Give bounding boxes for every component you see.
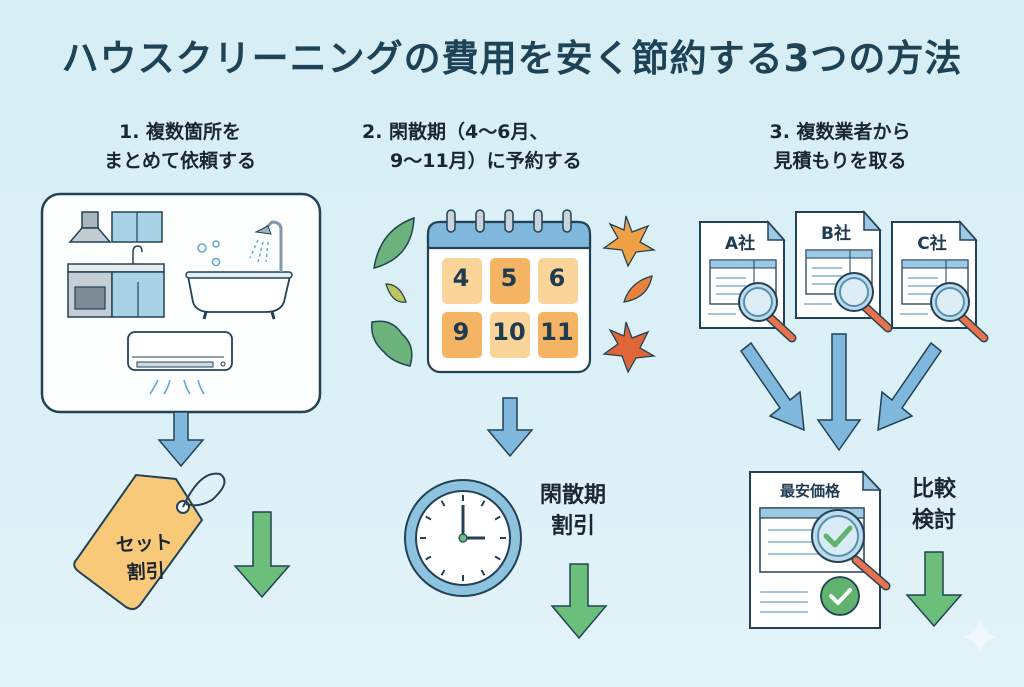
method-3-heading: 3. 複数業者から 見積もりを取る <box>720 118 960 176</box>
kitchen-stove-icon <box>67 245 165 318</box>
quote-document-icon <box>699 220 797 343</box>
method-3-heading-line2: 見積もりを取る <box>773 150 907 172</box>
compare-label: 比較 検討 <box>896 474 972 536</box>
method-1-heading-line2: まとめて依頼する <box>103 150 256 172</box>
page-title: ハウスクリーニングの費用を安く節約する3つの方法 <box>61 37 963 80</box>
compare-line1: 比較 <box>911 477 956 502</box>
off-season-line1: 閑散期 <box>539 483 606 508</box>
compare-line2: 検討 <box>911 508 956 533</box>
maple-leaf-red-icon <box>602 321 657 374</box>
calendar-month: 10 <box>492 318 526 346</box>
best-price-label: 最安価格 <box>779 482 840 500</box>
arrow-from-c <box>877 341 943 432</box>
converging-arrows <box>739 333 943 452</box>
calendar-cell <box>538 258 578 304</box>
sparkle-icon <box>964 620 996 654</box>
price-tag-icon <box>73 472 226 611</box>
calendar-month: 6 <box>548 264 566 292</box>
green-leaf-icon <box>373 216 415 270</box>
calendar-month: 11 <box>540 318 574 346</box>
oak-leaf-icon <box>371 320 413 367</box>
orange-leaf-icon <box>623 275 653 303</box>
calendar-month: 5 <box>500 264 518 292</box>
clock-tick <box>440 500 446 507</box>
wall-cabinet-icon <box>111 211 163 243</box>
range-hood-icon <box>68 211 112 243</box>
method-3-green-arrow <box>905 551 963 628</box>
arrow-from-a <box>739 341 805 432</box>
calendar-cell <box>442 312 482 358</box>
method-1-heading: 1. 複数箇所を まとめて依頼する <box>50 118 310 176</box>
shower-icon <box>197 220 283 272</box>
clock-tick <box>425 515 432 521</box>
method-1-green-arrow <box>233 511 291 599</box>
method-2-green-arrow <box>550 563 608 640</box>
air-conditioner-icon <box>127 331 233 395</box>
calendar-month: 9 <box>452 318 470 346</box>
yellow-leaf-icon <box>385 283 407 303</box>
clock-tick <box>480 500 486 507</box>
quote-label-c: C社 <box>917 234 947 254</box>
clock-tick <box>494 515 501 521</box>
calendar-cell <box>490 258 530 304</box>
clock-tick <box>480 569 486 576</box>
quote-document-icon <box>891 220 989 343</box>
method-1-blue-arrow <box>157 411 205 468</box>
clock-tick <box>440 569 446 576</box>
method-2-blue-arrow <box>486 397 534 458</box>
method-2-heading: 2. 閑散期（4〜6月、 9〜11月）に予約する <box>362 118 602 176</box>
calendar-cell <box>442 258 482 304</box>
best-price-document-icon <box>749 470 891 629</box>
calendar-cell <box>490 312 530 358</box>
calendar-month: 4 <box>452 264 470 292</box>
quote-label-a: A社 <box>724 234 756 254</box>
off-season-discount-label: 閑散期 割引 <box>528 480 618 542</box>
arrow-from-b <box>816 333 862 452</box>
method-3-heading-line1: 3. 複数業者から <box>769 121 911 143</box>
off-season-line2: 割引 <box>550 514 595 539</box>
quote-label-b: B社 <box>821 224 851 244</box>
clock-icon <box>404 479 522 597</box>
maple-leaf-orange-icon <box>602 215 657 268</box>
calendar-cell <box>538 312 578 358</box>
calendar-month-cells <box>442 258 578 358</box>
clock-tick <box>494 555 501 561</box>
method-2-heading-line1: 2. 閑散期（4〜6月、 <box>362 121 549 143</box>
method-1-heading-line1: 1. 複数箇所を <box>118 121 242 143</box>
quote-document-icon <box>795 210 893 333</box>
bathtub-icon <box>185 271 293 320</box>
method-2-heading-line2: 9〜11月）に予約する <box>390 150 582 172</box>
clock-tick <box>425 555 432 561</box>
